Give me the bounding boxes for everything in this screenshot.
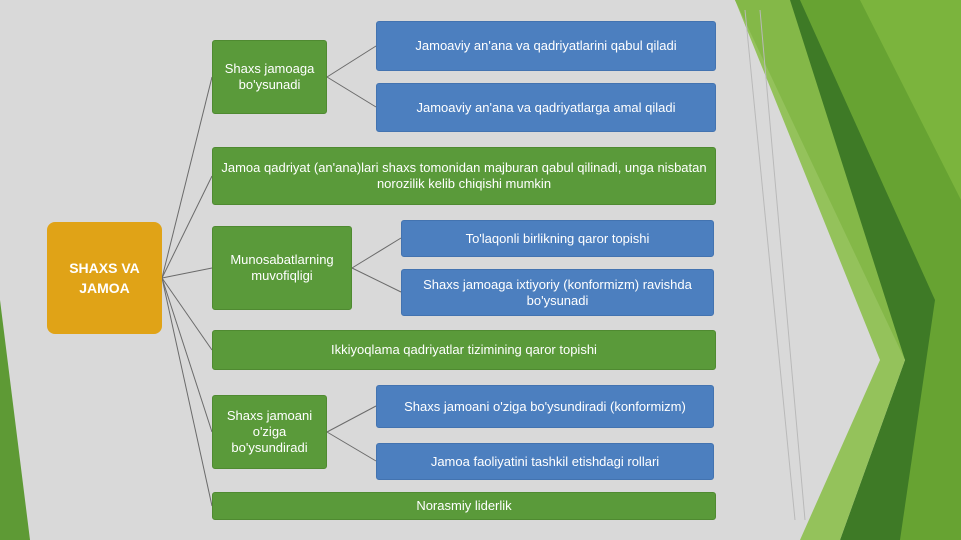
- leaf-node-3a: To'laqonli birlikning qaror topishi: [401, 220, 714, 257]
- leaf-node-1a-label: Jamoaviy an'ana va qadriyatlarini qabul …: [415, 38, 677, 53]
- leaf-node-3a-label: To'laqonli birlikning qaror topishi: [465, 230, 650, 246]
- branch-node-6-label: Norasmiy liderlik: [416, 498, 512, 513]
- leaf-node-1b: Jamoaviy an'ana va qadriyatlarga amal qi…: [376, 83, 716, 132]
- branch-node-4-label: Ikkiyoqlama qadriyatlar tizimining qaror…: [331, 342, 597, 357]
- root-node: SHAXS VA JAMOA: [47, 222, 162, 334]
- leaf-node-1b-label: Jamoaviy an'ana va qadriyatlarga amal qi…: [416, 99, 676, 115]
- leaf-node-3b: Shaxs jamoaga ixtiyoriy (konformizm) rav…: [401, 269, 714, 316]
- leaf-node-5a: Shaxs jamoani o'ziga bo'ysundiradi (konf…: [376, 385, 714, 428]
- leaf-node-5b-label: Jamoa faoliyatini tashkil etishdagi roll…: [430, 453, 660, 469]
- branch-node-2: Jamoa qadriyat (an'ana)lari shaxs tomoni…: [212, 147, 716, 205]
- root-node-label: SHAXS VA JAMOA: [69, 260, 140, 296]
- leaf-node-1a: Jamoaviy an'ana va qadriyatlarini qabul …: [376, 21, 716, 71]
- branch-node-2-label: Jamoa qadriyat (an'ana)lari shaxs tomoni…: [221, 160, 707, 191]
- leaf-node-5b: Jamoa faoliyatini tashkil etishdagi roll…: [376, 443, 714, 480]
- branch-node-3-label: Munosabatlarning muvofiqligi: [230, 252, 334, 283]
- branch-node-4: Ikkiyoqlama qadriyatlar tizimining qaror…: [212, 330, 716, 370]
- branch-node-6: Norasmiy liderlik: [212, 492, 716, 520]
- branch-node-1-label: Shaxs jamoaga bo'ysunadi: [224, 61, 315, 92]
- branch-node-5-label: Shaxs jamoani o'ziga bo'ysundiradi: [226, 408, 313, 455]
- leaf-node-5a-label: Shaxs jamoani o'ziga bo'ysundiradi (konf…: [404, 398, 686, 414]
- branch-node-5: Shaxs jamoani o'ziga bo'ysundiradi: [212, 395, 327, 469]
- branch-node-1: Shaxs jamoaga bo'ysunadi: [212, 40, 327, 114]
- leaf-node-3b-label: Shaxs jamoaga ixtiyoriy (konformizm) rav…: [423, 276, 692, 308]
- branch-node-3: Munosabatlarning muvofiqligi: [212, 226, 352, 310]
